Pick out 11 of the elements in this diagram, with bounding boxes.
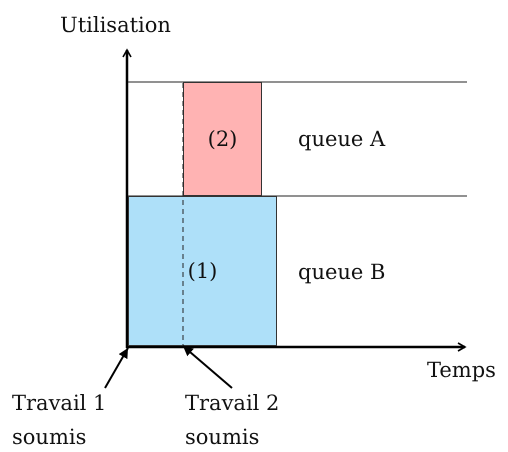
- dashed-line: [182, 82, 184, 346]
- job-block: (2): [183, 82, 262, 196]
- queue-label: queue A: [298, 126, 386, 153]
- annotation-text: Travail 2 soumis: [185, 386, 325, 452]
- queue-label: queue B: [298, 259, 386, 286]
- leader-arrow: [104, 348, 129, 388]
- axis-label: Utilisation: [60, 12, 171, 39]
- axis-label: Temps: [427, 357, 496, 384]
- annotation-text: Travail 1 soumis: [12, 386, 152, 452]
- job-block: (1): [128, 196, 277, 346]
- leader-arrow: [182, 345, 233, 389]
